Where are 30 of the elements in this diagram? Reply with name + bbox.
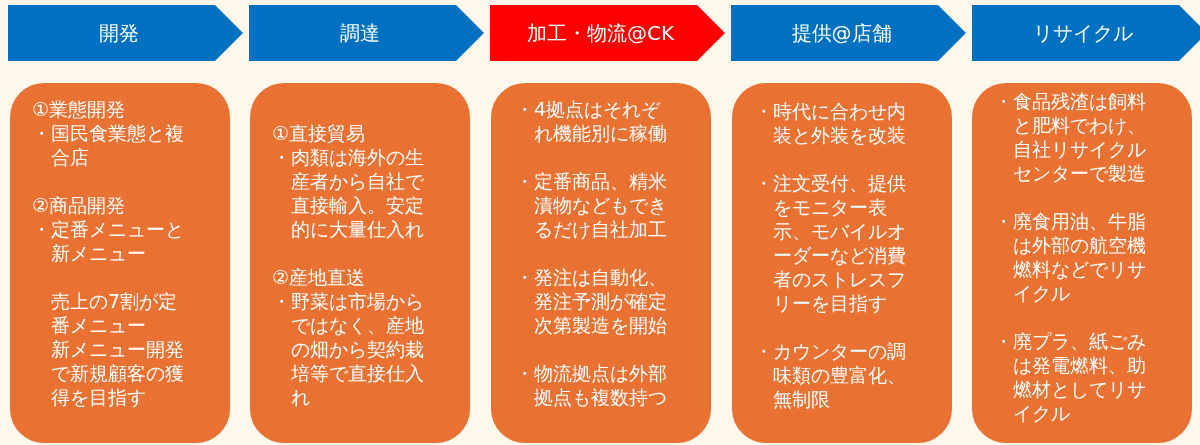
heading-text: ①業態開発 [32,97,127,121]
step-label: 加工・物流@CK [525,19,676,47]
bullet-text: ・定番商品、精米漬物などもできるだけ自社加工 [515,169,668,241]
bullet-text: 新メニュー開発で新規顧客の獲得を目指す [50,337,185,409]
bullet-text: ・国民食業態と複合店 [32,121,185,169]
bullet-text: ・物流拠点は外部拠点も複数持つ [515,361,668,409]
bullet-text: ・4拠点はそれぞれ機能別に稼働 [515,97,668,145]
bullet-text: ・肉類は海外の生産者から自社で直接輸入。安定的に大量仕入れ [272,145,425,241]
heading-text: ①直接貿易 [272,121,367,145]
step-label: 提供@店舗 [790,19,893,47]
bullet-text: ・野菜は市場からではなく、産地の畑から契約栽培等で直接仕入れ [272,289,425,409]
step-label: リサイクル [1031,19,1134,47]
bullet-text: ・廃プラ、紙ごみは発電燃料、助燃材としてリサイクル [994,329,1147,425]
bullet-text: ・時代に合わせ内装と外装を改装 [754,99,907,147]
bullet-text: ・発注は自動化、発注予測が確定次第製造を開始 [515,265,668,337]
rounded-card [972,83,1192,443]
bullet-text: ・注文受付、提供をモニター表示、モバイルオーダーなど消費者のストレスフリーを目指す [754,171,907,315]
heading-text: ②産地直送 [272,265,367,289]
step-label: 調達 [338,19,381,47]
bullet-text: ・カウンターの調味類の豊富化、無制限 [754,339,907,411]
bullet-text: ・食品残渣は飼料と肥料でわけ、自社リサイクルセンターで製造 [994,89,1147,185]
rounded-card [491,83,711,443]
bullet-text: ・廃食用油、牛脂は外部の航空機燃料などでリサイクル [994,209,1147,305]
rounded-card [250,83,470,443]
rounded-card [732,83,952,443]
rounded-card [10,83,230,443]
step-label: 開発 [97,19,140,47]
bullet-text: 売上の7割が定番メニュー [50,289,179,337]
heading-text: ②商品開発 [32,193,127,217]
bullet-text: ・定番メニューと新メニュー [32,217,185,265]
